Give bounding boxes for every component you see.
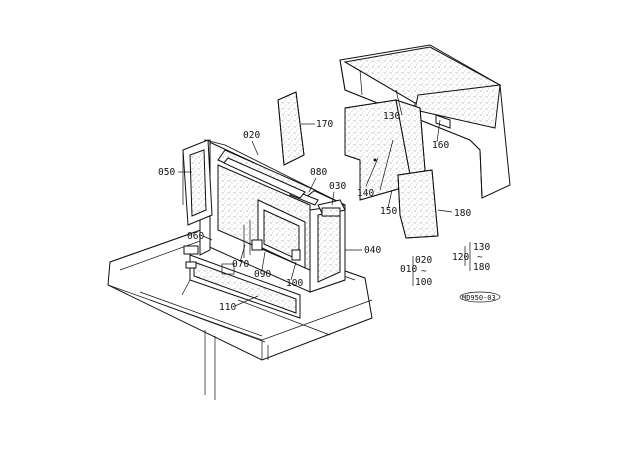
label-range-tilde-2: ~	[477, 252, 483, 263]
label-090: 090	[254, 269, 271, 280]
label-range-180: 180	[473, 262, 490, 273]
label-070: 070	[232, 259, 249, 270]
label-range-020: 020	[415, 255, 432, 266]
bracket-060	[183, 245, 199, 269]
lower-cover-110	[181, 254, 301, 319]
leader-lines	[178, 89, 466, 307]
label-130: 130	[383, 111, 400, 122]
part-labels: 170 020 050 080 030 040 060 070 090 100 …	[158, 111, 501, 313]
label-range-100: 100	[415, 277, 432, 288]
label-140: 140	[357, 188, 374, 199]
diagram-code: MD950-03	[462, 294, 496, 302]
label-020: 020	[243, 130, 260, 141]
label-180: 180	[454, 208, 471, 219]
label-160: 160	[432, 140, 449, 151]
label-060: 060	[187, 231, 204, 242]
panel-180	[397, 169, 439, 239]
label-050: 050	[158, 167, 175, 178]
label-range-010: 010	[400, 264, 417, 275]
label-110: 110	[219, 302, 236, 313]
roof-canopy	[339, 44, 511, 199]
panel-170	[277, 91, 305, 166]
label-150: 150	[380, 206, 397, 217]
label-170: 170	[316, 119, 333, 130]
label-range-tilde-1: ~	[421, 266, 427, 277]
top-trim-080	[223, 157, 319, 206]
label-100: 100	[286, 278, 303, 289]
label-040: 040	[364, 245, 381, 256]
label-range-130: 130	[473, 242, 490, 253]
label-030: 030	[329, 181, 346, 192]
window-frame	[243, 199, 306, 269]
label-range-120: 120	[452, 252, 469, 263]
label-080: 080	[310, 167, 327, 178]
side-panel-050	[182, 139, 213, 226]
